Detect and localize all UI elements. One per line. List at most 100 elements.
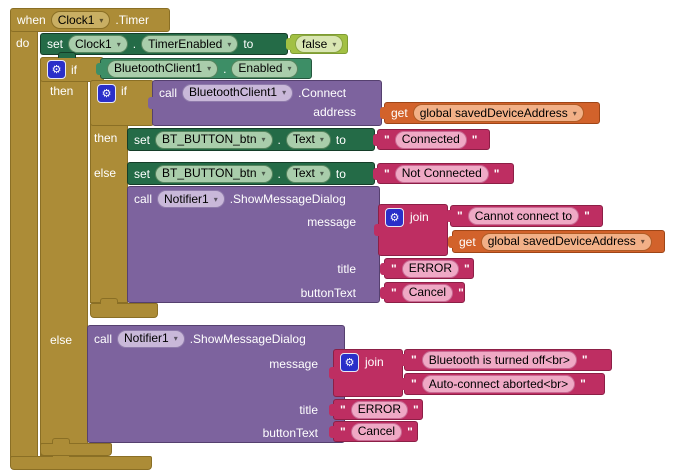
mutator-gear-icon[interactable] bbox=[97, 84, 116, 103]
notifier1-dropdown[interactable]: Notifier1 bbox=[157, 190, 225, 208]
close-quote bbox=[582, 353, 588, 367]
set-keyword: set bbox=[47, 37, 64, 51]
set-keyword: set bbox=[134, 166, 151, 181]
close-quote bbox=[407, 425, 413, 439]
bluetoothclient1-method-dropdown[interactable]: BluetoothClient1 bbox=[182, 83, 294, 102]
text-property-dropdown[interactable]: Text bbox=[285, 130, 331, 149]
address-param-label: address bbox=[313, 105, 356, 119]
get-saved-device-address-block[interactable]: get global savedDeviceAddress bbox=[452, 230, 665, 253]
notifier-showmessagedialog-block-1[interactable]: call Notifier1 .ShowMessageDialog bbox=[127, 186, 380, 303]
set-btbutton-text-block-then[interactable]: set BT_BUTTON_btn . Text to bbox=[127, 128, 375, 151]
dot-separator: . bbox=[132, 37, 137, 51]
to-keyword: to bbox=[335, 132, 346, 147]
string-text-field[interactable]: ERROR bbox=[350, 400, 409, 419]
mutator-gear-icon[interactable] bbox=[47, 60, 66, 79]
set-keyword: set bbox=[134, 132, 151, 147]
if-keyword: if bbox=[71, 62, 77, 77]
when-block-bottom[interactable] bbox=[10, 456, 152, 470]
clock1-component-dropdown[interactable]: Clock1 bbox=[68, 35, 128, 53]
get-saved-device-address-block[interactable]: get global savedDeviceAddress bbox=[384, 102, 600, 124]
to-keyword: to bbox=[243, 37, 254, 51]
join-keyword: join bbox=[365, 355, 384, 369]
open-quote bbox=[340, 425, 346, 439]
call-keyword: call bbox=[94, 331, 113, 346]
global-saveddeviceaddress-dropdown[interactable]: global savedDeviceAddress bbox=[412, 104, 584, 122]
outer-else-label: else bbox=[50, 333, 73, 347]
get-keyword: get bbox=[459, 234, 476, 249]
outer-if-bottom[interactable] bbox=[40, 443, 112, 456]
join-block-1[interactable]: join bbox=[378, 204, 448, 256]
when-block-spine[interactable] bbox=[10, 28, 38, 462]
close-quote bbox=[458, 286, 464, 300]
stack-notch bbox=[58, 52, 76, 58]
when-keyword: when bbox=[17, 13, 46, 27]
open-quote bbox=[391, 262, 397, 276]
inner-if-bottom[interactable] bbox=[90, 303, 158, 318]
outer-then-label: then bbox=[50, 84, 74, 98]
bluetooth-off-string-block[interactable]: Bluetooth is turned off<br> bbox=[404, 349, 612, 371]
inner-then-label: then bbox=[94, 131, 118, 145]
global-saveddeviceaddress-dropdown[interactable]: global savedDeviceAddress bbox=[480, 232, 652, 251]
mutator-gear-icon[interactable] bbox=[385, 207, 404, 227]
string-text-field[interactable]: Cancel bbox=[401, 283, 454, 302]
outer-if-spine[interactable] bbox=[40, 57, 88, 456]
message-param-label: message bbox=[307, 215, 356, 229]
string-text-field[interactable]: Cancel bbox=[350, 422, 403, 441]
outer-if-block[interactable]: if bbox=[40, 57, 104, 82]
text-property-dropdown[interactable]: Text bbox=[285, 164, 331, 183]
string-text-field[interactable]: Cannot connect to bbox=[467, 207, 580, 225]
error-string-block[interactable]: ERROR bbox=[333, 399, 423, 420]
close-quote bbox=[580, 377, 586, 391]
when-clock-timer-block[interactable]: when Clock1 .Timer bbox=[10, 8, 170, 32]
bluetoothclient1-dropdown[interactable]: BluetoothClient1 bbox=[107, 59, 219, 78]
mutator-gear-icon[interactable] bbox=[340, 352, 359, 372]
set-clock-timerenabled-block[interactable]: set Clock1 . TimerEnabled to bbox=[40, 33, 288, 55]
title-param-label: title bbox=[299, 403, 318, 417]
get-keyword: get bbox=[391, 106, 408, 120]
open-quote bbox=[411, 377, 417, 391]
cannot-connect-string-block[interactable]: Cannot connect to bbox=[450, 205, 603, 227]
close-quote bbox=[584, 209, 590, 223]
false-dropdown[interactable]: false bbox=[295, 35, 344, 53]
error-string-block[interactable]: ERROR bbox=[384, 258, 474, 279]
call-connect-block[interactable]: call BluetoothClient1 .Connect bbox=[152, 80, 382, 126]
inner-if-bottom-notch bbox=[100, 298, 118, 304]
string-text-field[interactable]: Auto-connect aborted<br> bbox=[421, 375, 576, 393]
timer-event-label: .Timer bbox=[115, 13, 149, 27]
join-keyword: join bbox=[410, 210, 429, 224]
notifier1-dropdown[interactable]: Notifier1 bbox=[117, 329, 185, 348]
autoconnect-aborted-string-block[interactable]: Auto-connect aborted<br> bbox=[404, 373, 605, 395]
notifier-showmessagedialog-block-2[interactable]: call Notifier1 .ShowMessageDialog bbox=[87, 325, 345, 443]
if-keyword: if bbox=[121, 84, 127, 98]
buttontext-param-label: buttonText bbox=[262, 426, 318, 440]
inner-if-block[interactable]: if bbox=[90, 80, 154, 126]
btbutton-component-dropdown[interactable]: BT_BUTTON_btn bbox=[155, 164, 273, 183]
open-quote bbox=[384, 167, 390, 181]
btbutton-component-dropdown[interactable]: BT_BUTTON_btn bbox=[155, 130, 273, 149]
logic-false-block[interactable]: false bbox=[290, 34, 348, 54]
open-quote bbox=[411, 353, 417, 367]
join-block-2[interactable]: join bbox=[333, 349, 403, 397]
cancel-string-block[interactable]: Cancel bbox=[333, 421, 418, 442]
title-param-label: title bbox=[337, 262, 356, 276]
clock1-dropdown[interactable]: Clock1 bbox=[50, 11, 111, 29]
open-quote bbox=[340, 403, 346, 417]
set-btbutton-text-block-else[interactable]: set BT_BUTTON_btn . Text to bbox=[127, 162, 375, 185]
enabled-property-dropdown[interactable]: Enabled bbox=[231, 59, 299, 78]
cancel-string-block[interactable]: Cancel bbox=[384, 282, 465, 303]
not-connected-string-block[interactable]: Not Connected bbox=[377, 163, 514, 184]
string-text-field[interactable]: ERROR bbox=[401, 259, 460, 278]
open-quote bbox=[391, 286, 397, 300]
open-quote bbox=[384, 133, 390, 147]
string-text-field[interactable]: Not Connected bbox=[394, 164, 489, 183]
open-quote bbox=[457, 209, 463, 223]
string-text-field[interactable]: Connected bbox=[394, 130, 467, 149]
dot-separator: . bbox=[277, 166, 281, 181]
bluetoothclient-enabled-block[interactable]: BluetoothClient1 . Enabled bbox=[100, 58, 312, 79]
close-quote bbox=[413, 403, 419, 417]
string-text-field[interactable]: Bluetooth is turned off<br> bbox=[421, 351, 577, 369]
to-keyword: to bbox=[335, 166, 346, 181]
timerenabled-property-dropdown[interactable]: TimerEnabled bbox=[141, 35, 239, 53]
connected-string-block[interactable]: Connected bbox=[377, 129, 490, 150]
